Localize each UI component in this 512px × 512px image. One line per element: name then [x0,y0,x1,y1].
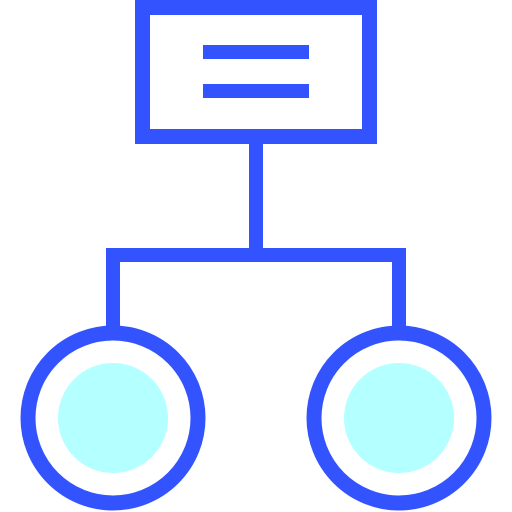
left-node-fill [58,363,168,473]
right-node-fill [344,363,454,473]
right-node-ring [306,325,492,511]
branch-connector [106,248,406,326]
left-node-ring [20,325,206,511]
top-node-box [135,0,377,144]
